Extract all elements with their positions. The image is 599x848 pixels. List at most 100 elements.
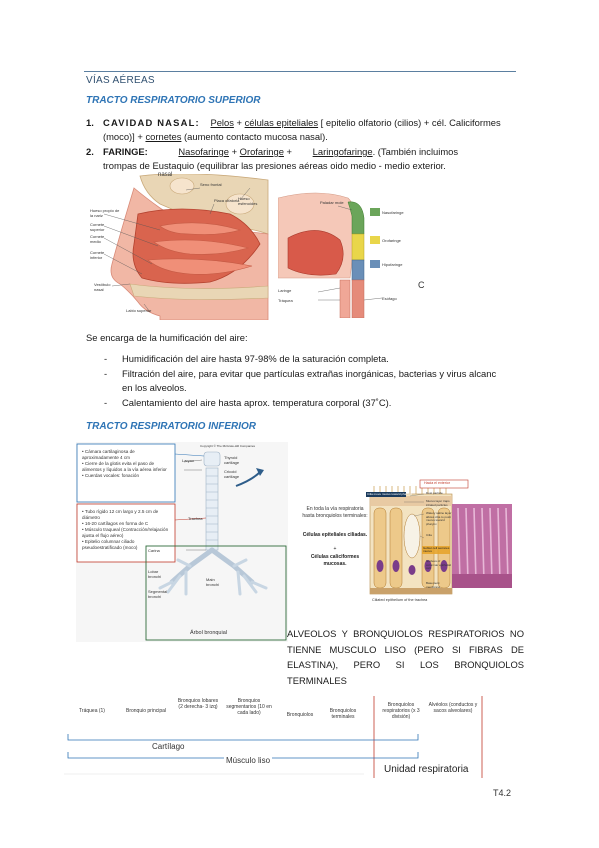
epi-label-dust: Dust particle	[426, 491, 443, 495]
timeline-item: Tráquea (1)	[79, 708, 105, 714]
timeline-item: Bronquiolos terminales	[329, 708, 357, 720]
term-laringofaringe: Laringofaringe	[312, 146, 373, 157]
larynx-info-box: Cámara cartilaginosa de aproximadamente …	[78, 446, 174, 482]
label-hipofaringe: Hipofaringe	[382, 262, 403, 267]
page-number: T4.2	[493, 788, 512, 798]
label-vestibulo-nasal: Vestíbulo nasal	[94, 282, 111, 292]
plus-sign: +	[233, 117, 245, 128]
nasal-cavity-illustration: nasal Seno frontal Placa olfatoria Hueso…	[90, 172, 270, 321]
item-label: CAVIDAD NASAL:	[103, 117, 200, 128]
label-lobar: Lobar bronchi	[148, 569, 162, 579]
nasal-header: nasal	[158, 172, 173, 178]
airway-timeline: Tráquea (1) Bronquio principal Bronquios…	[64, 692, 500, 788]
pharynx-illustration: Paladar mole Nasofaringe Orofaringe Hipo…	[277, 188, 418, 319]
label-cornete-inferior: Cornete inferior	[90, 250, 105, 260]
bullet-calentamiento: Calentamiento del aire hasta aprox. temp…	[122, 397, 392, 408]
epi-label-cilia-move: Cilia move mucus toward pharynx	[367, 492, 413, 496]
lower-tract-heading: TRACTO RESPIRATORIO INFERIOR	[86, 421, 257, 432]
item-label: FARINGE:	[103, 146, 148, 157]
info-item: Tubo rígido 12 cm largo y 2.5 cm de diám…	[82, 509, 170, 521]
label-labio-superior: Labio superior	[126, 308, 152, 313]
label-seno-frontal: Seno frontal	[200, 182, 222, 187]
label-esofago: Esófago	[382, 296, 397, 301]
ciliated-epithelium-svg	[366, 479, 512, 595]
timeline-item: Alvéolos (conductos y sacos alveolares)	[428, 702, 478, 714]
label-cricoid: Cricoid cartilage	[224, 469, 240, 479]
label-arbol-bronquial: Árbol bronquial	[190, 630, 227, 636]
label-thyroid: Thyroid cartilage	[224, 455, 240, 465]
label-laringe: Laringe	[278, 288, 292, 293]
item-faringe-line2: trompas de Eustaquio (equilibrar las pre…	[103, 160, 446, 171]
info-item: Epitelio columnar ciliado pseudoestratif…	[82, 539, 170, 551]
item-cavidad-nasal-line2: (moco)] + cornetes (aumento contacto muc…	[103, 130, 516, 144]
ciliated-epithelium-figure: En toda la vía respiratoria hasta bronqu…	[300, 474, 512, 616]
label-larynx: Larynx	[182, 458, 195, 463]
epi-cell-type-2: Células caliciformes mucosas.	[310, 554, 360, 567]
bullet-humidificacion: Humidificación del aire hasta 97-98% de …	[122, 353, 389, 364]
label-main: Main bronchi	[206, 577, 220, 587]
bullet-dash: -	[104, 368, 108, 379]
label-trachea: Trachea	[188, 516, 203, 521]
epi-cell-type-1: Células epiteliales ciliadas.	[302, 532, 368, 538]
epi-hacia-exterior: Hacia el exterior	[424, 481, 450, 485]
timeline-item: Bronquiolos	[286, 712, 314, 718]
item-number: 2.	[86, 146, 94, 157]
plus-sign: +	[283, 146, 295, 157]
timeline-item: Bronquios segmentarios (10 en cada lado)	[226, 698, 272, 716]
bronchial-tree-figure: Cámara cartilaginosa de aproximadamente …	[76, 442, 288, 642]
info-item: Cierre de la glotis evita el paso de ali…	[82, 461, 170, 473]
timeline-item: Bronquio principal	[125, 708, 167, 714]
nasal-cavity-svg	[90, 173, 270, 321]
bullet-dash: -	[104, 397, 108, 408]
alveolos-note: ALVEOLOS Y BRONQUIOLOS RESPIRATORIOS NO …	[287, 628, 524, 686]
section-title: VÍAS AÉREAS	[86, 75, 155, 86]
item-text: (aumento contacto mucosa nasal).	[181, 131, 328, 142]
label-cornete-superior: Cornete superior	[90, 222, 105, 232]
epi-caption: Ciliated epithelium of the trachea	[372, 598, 428, 602]
epi-label-nucleus: Nucleus of columnar epithelial cell	[426, 559, 452, 571]
bullet-filtracion-line2: en los alveolos.	[122, 382, 187, 393]
timeline-item: Bronquiolos respiratorios (x 3 división)	[382, 702, 420, 720]
humid-intro: Se encarga de la humificación del aire:	[86, 332, 248, 343]
label-segmental: Segmental bronchi	[148, 589, 168, 599]
item-text: . (También incluimos	[372, 146, 459, 157]
label-palate: Paladar mole	[320, 200, 344, 205]
item-faringe: 2. FARINGE: Nasofaringe + Orofaringe + La…	[86, 145, 516, 159]
item-number: 1.	[86, 117, 94, 128]
pharynx-cut-letter: C	[418, 280, 425, 290]
label-orofaringe: Orofaringe	[382, 238, 401, 243]
item-text: [ epitelio olfatorio (cilios) + cél. Cal…	[318, 117, 501, 128]
label-cartilago: Cartílago	[152, 742, 185, 751]
label-cornete-medio: Cornete medio	[90, 234, 105, 244]
label-musculo-liso: Músculo liso	[224, 756, 273, 765]
label-nasofaringe: Nasofaringe	[382, 210, 404, 215]
epi-label-goblet: Goblet cell secretes mucus	[423, 546, 450, 554]
bullet-filtracion: Filtración del aire, para evitar que par…	[122, 368, 497, 379]
epi-label-saline: Watery saline layer allows cilia to push…	[426, 511, 452, 526]
label-carina: Carina	[148, 548, 160, 553]
epi-plus: +	[333, 546, 337, 552]
timeline-item: Bronquios lobares (2 derecha- 3 izq)	[177, 698, 219, 710]
label-hueso-esfenoides: Hueso esfenoides	[238, 196, 258, 206]
epi-label-basement: Basement membrane	[426, 581, 441, 589]
upper-tract-heading: TRACTO RESPIRATORIO SUPERIOR	[86, 95, 261, 106]
label-traquea: Tráquea	[278, 298, 293, 303]
copyright: Copyright © The McGraw-Hill Companies	[200, 444, 256, 448]
term-pelos: Pelos	[210, 117, 234, 128]
plus-sign: +	[228, 146, 240, 157]
item-text: (moco)] +	[103, 131, 146, 142]
epi-intro: En toda la vía respiratoria hasta bronqu…	[302, 506, 368, 519]
term-cornetes: cornetes	[145, 131, 182, 142]
info-item: Músculo traqueal (Contracción/relajación…	[82, 527, 170, 539]
label-hueso-nariz: Hueso propio de la nariz	[90, 208, 120, 218]
epi-label-cilia: Cilia	[426, 533, 432, 537]
info-item: Cámara cartilaginosa de aproximadamente …	[82, 449, 170, 461]
item-cavidad-nasal: 1.CAVIDAD NASAL: Pelos + células epiteli…	[86, 116, 516, 130]
term-nasofaringe: Nasofaringe	[178, 146, 229, 157]
info-item: Cuerdas vocales: fonación	[82, 473, 170, 479]
label-unidad-respiratoria: Unidad respiratoria	[384, 764, 469, 775]
info-item: 16-20 cartílagos en forma de C	[82, 521, 170, 527]
term-orofaringe: Orofaringe	[239, 146, 284, 157]
pharynx-svg	[277, 188, 418, 319]
epi-label-mucus: Mucus layer traps inhaled particles	[426, 499, 450, 507]
